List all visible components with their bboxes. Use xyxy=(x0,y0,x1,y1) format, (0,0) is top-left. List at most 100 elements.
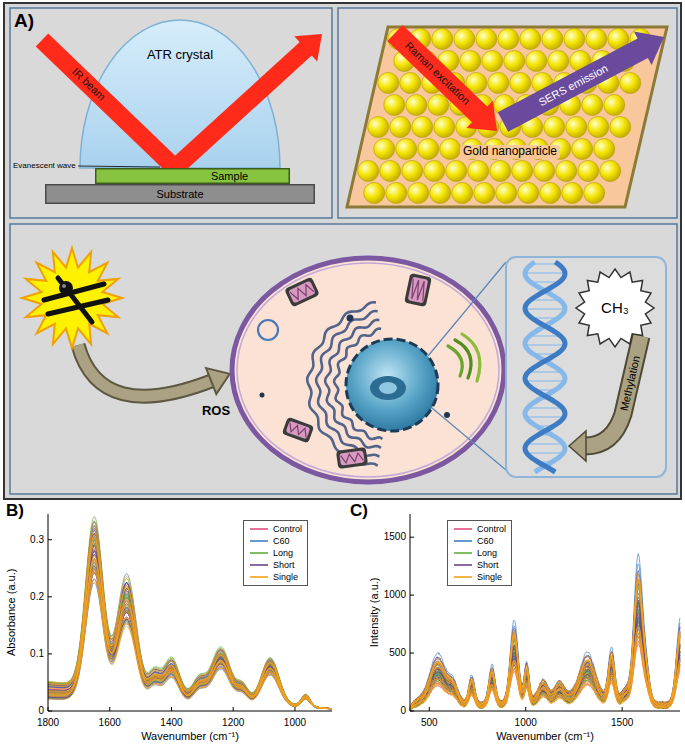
layer-rect xyxy=(46,185,315,204)
gold-sphere xyxy=(594,139,615,160)
swatch-line xyxy=(250,528,268,530)
spectrum-line xyxy=(410,626,680,709)
legend-text: Long xyxy=(273,548,293,558)
ftir-spectra xyxy=(48,517,332,709)
spectrum-line xyxy=(48,529,332,709)
mitochondrion xyxy=(336,447,368,469)
spectrum-line xyxy=(410,581,680,709)
cristae xyxy=(287,423,309,437)
chart-axes xyxy=(48,514,332,711)
legend-swatch xyxy=(249,573,269,581)
spectrum-line xyxy=(48,554,332,708)
nanotube xyxy=(58,278,92,322)
dna-inset: MethylationCH₃ xyxy=(505,256,667,478)
spectrum-line xyxy=(48,579,332,709)
gold-substrate-outline xyxy=(345,25,670,210)
gold-sphere xyxy=(374,139,395,160)
legend-row: C60 xyxy=(249,535,302,547)
x-axis xyxy=(48,711,332,712)
gold-sphere xyxy=(588,117,609,138)
spectrum-line xyxy=(48,551,332,708)
nucleolus xyxy=(370,376,406,400)
spectrum-line xyxy=(48,548,332,709)
gold-sphere xyxy=(434,117,455,138)
spectrum-line xyxy=(410,629,680,710)
tick-mark xyxy=(48,653,52,654)
gold-sphere xyxy=(518,183,539,204)
panel-frame xyxy=(10,224,677,494)
legend-row: C60 xyxy=(453,535,506,547)
spectrum-line xyxy=(48,559,332,708)
gold-sphere xyxy=(452,183,473,204)
node-text: Gold nanoparticle xyxy=(460,145,560,159)
ros-arrow xyxy=(78,345,214,396)
emission-arrow-head xyxy=(634,31,664,65)
swatch-line xyxy=(250,576,268,578)
legend-text: Control xyxy=(477,524,506,534)
vesicle xyxy=(258,320,278,340)
gold-sphere xyxy=(534,161,555,182)
legend-text: Single xyxy=(273,572,298,582)
gold-sphere xyxy=(520,29,541,50)
mitochondrion xyxy=(284,277,320,308)
gold-sphere xyxy=(600,161,621,182)
spectrum-line xyxy=(410,587,680,709)
legend-text: C60 xyxy=(273,536,290,546)
spectrum-line xyxy=(410,626,680,709)
ribosome xyxy=(347,315,354,322)
gold-sphere xyxy=(468,161,489,182)
spectrum-line xyxy=(48,559,332,709)
legend-swatch xyxy=(453,525,473,533)
spectrum-line xyxy=(48,539,332,709)
figure-frame xyxy=(4,3,681,499)
legend-row: Short xyxy=(249,559,302,571)
mitochondrion xyxy=(404,273,432,307)
gold-sphere xyxy=(412,117,433,138)
spectrum-line xyxy=(48,551,332,709)
spectrum-line xyxy=(48,538,332,708)
tick-label: 0.1 xyxy=(30,648,44,660)
tick-mark xyxy=(171,707,172,711)
tick-label: 1000 xyxy=(515,717,537,729)
spectrum-line xyxy=(48,570,332,709)
illustration-part xyxy=(232,258,504,482)
legend-text: Control xyxy=(273,524,302,534)
spectrum-line xyxy=(410,583,680,710)
mitochondrion-inner xyxy=(339,450,364,465)
legend-text: Short xyxy=(273,560,295,570)
gold-sphere xyxy=(498,29,519,50)
gold-sphere xyxy=(526,51,547,72)
swatch-line xyxy=(454,528,472,530)
tick-mark xyxy=(410,653,414,654)
methyl-starburst xyxy=(576,269,654,347)
spectrum-line xyxy=(410,616,680,709)
spectrum-line xyxy=(48,566,332,709)
tick-mark xyxy=(294,707,295,711)
spectrum-line xyxy=(48,558,332,709)
legend-swatch xyxy=(249,549,269,557)
gold-sphere xyxy=(510,73,531,94)
tick-mark xyxy=(410,595,414,596)
spectrum-line xyxy=(48,542,332,709)
spectrum-line xyxy=(410,627,680,709)
node-text: ATR crystal xyxy=(147,48,213,63)
spectrum-line xyxy=(410,637,680,711)
x-axis xyxy=(410,711,680,712)
spectrum-line xyxy=(410,579,680,710)
dna-inset-outline xyxy=(505,256,667,478)
spectrum-line xyxy=(410,612,680,711)
tick-label: 1400 xyxy=(160,717,182,729)
gold-sphere xyxy=(578,161,599,182)
spectrum-line xyxy=(48,545,332,709)
spectrum-line xyxy=(410,633,680,709)
spectrum-line xyxy=(410,580,680,710)
tick-label: 1600 xyxy=(99,717,121,729)
spectrum-line xyxy=(48,535,332,709)
spectrum-line xyxy=(48,539,332,708)
spectrum-line xyxy=(410,581,680,709)
tick-label: 1500 xyxy=(611,717,633,729)
gold-sphere xyxy=(368,117,389,138)
gold-sphere xyxy=(562,183,583,204)
cristae xyxy=(341,453,364,464)
excitation-arrow xyxy=(395,33,480,115)
